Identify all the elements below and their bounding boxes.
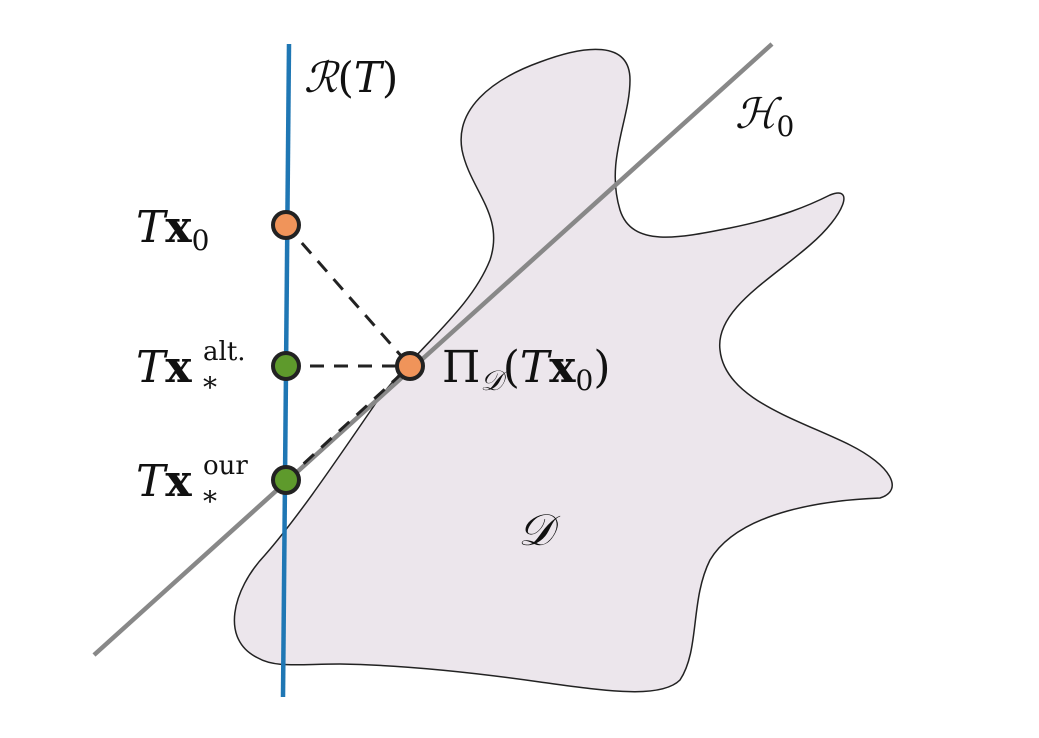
- label-txour: Tx: [136, 456, 192, 507]
- label-tx0: Tx0: [136, 202, 209, 257]
- dashed-txour-to-projection: [284, 364, 412, 482]
- label-projection: Π𝒟(Tx0): [442, 342, 611, 397]
- dashed-tx0-to-projection: [284, 224, 412, 367]
- point-tx0: [271, 210, 301, 240]
- point-projection: [395, 351, 425, 381]
- label-txalt-sup: alt.: [203, 337, 246, 367]
- label-hyperplane: ℋ0: [735, 89, 794, 143]
- hyperplane-line: [92, 42, 774, 657]
- label-txalt: Tx: [136, 342, 192, 393]
- label-txalt-sub: *: [203, 371, 217, 404]
- region-d: [233, 48, 893, 693]
- label-range: ℛ(T): [304, 53, 398, 102]
- point-txour: [271, 465, 301, 495]
- label-txour-sup: our: [203, 451, 248, 481]
- label-txour-sub: *: [203, 485, 217, 518]
- point-txalt: [271, 351, 301, 381]
